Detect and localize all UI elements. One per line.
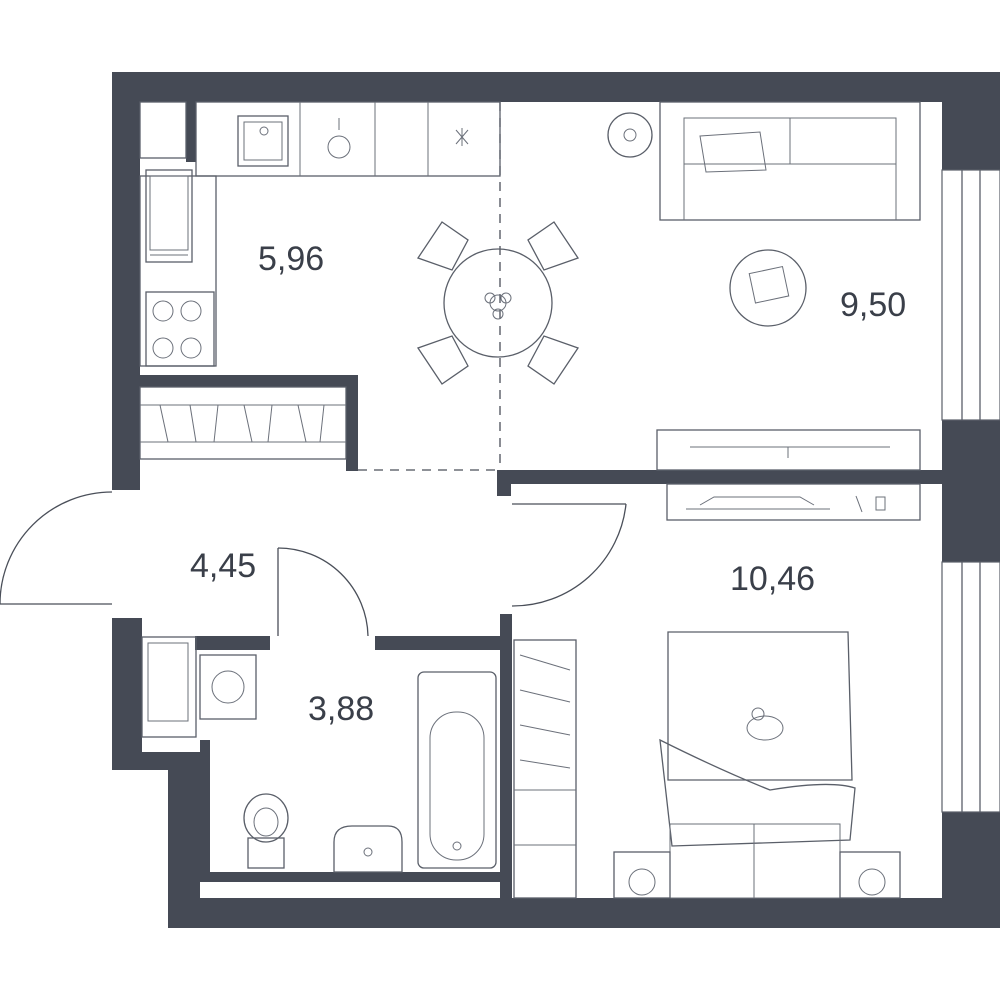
- dining-table: [416, 221, 580, 385]
- sofa-icon: [659, 101, 921, 221]
- area-labels: 5,96 9,50 4,45 10,46 3,88: [190, 240, 906, 728]
- sink-icon: [237, 115, 289, 167]
- doors: [0, 491, 627, 637]
- snowflake-icon: [455, 128, 469, 146]
- tv-console-icon: [666, 483, 921, 521]
- lamp-icon: [607, 112, 653, 158]
- windows: [941, 169, 1000, 813]
- zone-dividers: [358, 102, 501, 471]
- washbasin-icon: [333, 825, 403, 873]
- nightstand-icon: [613, 851, 901, 899]
- bathroom-fixtures: [141, 636, 497, 873]
- bed-icon: [659, 631, 856, 899]
- tv-stand-icon: [656, 429, 921, 471]
- room-area-kitchen: 5,96: [258, 240, 324, 278]
- room-area-living: 9,50: [840, 286, 906, 324]
- hall-wardrobe: [139, 386, 347, 460]
- room-area-bathroom: 3,88: [308, 690, 374, 728]
- room-area-hallway: 4,45: [190, 547, 256, 585]
- coffee-table-icon: [729, 249, 807, 327]
- toilet-icon: [243, 793, 289, 869]
- stove-icon: [145, 291, 215, 367]
- oven-icon: [145, 169, 193, 263]
- bedroom-furniture: [513, 483, 921, 899]
- wardrobe-icon: [513, 639, 577, 899]
- living-furniture: [607, 101, 921, 471]
- washing-machine-icon: [199, 654, 257, 720]
- flower-icon: [484, 292, 512, 320]
- cat-icon: [746, 707, 784, 741]
- bathtub-icon: [417, 671, 497, 869]
- chair-icon: [416, 221, 580, 385]
- kitchen-furniture: [139, 101, 501, 367]
- walls: [112, 72, 1000, 928]
- room-area-bedroom: 10,46: [730, 560, 815, 598]
